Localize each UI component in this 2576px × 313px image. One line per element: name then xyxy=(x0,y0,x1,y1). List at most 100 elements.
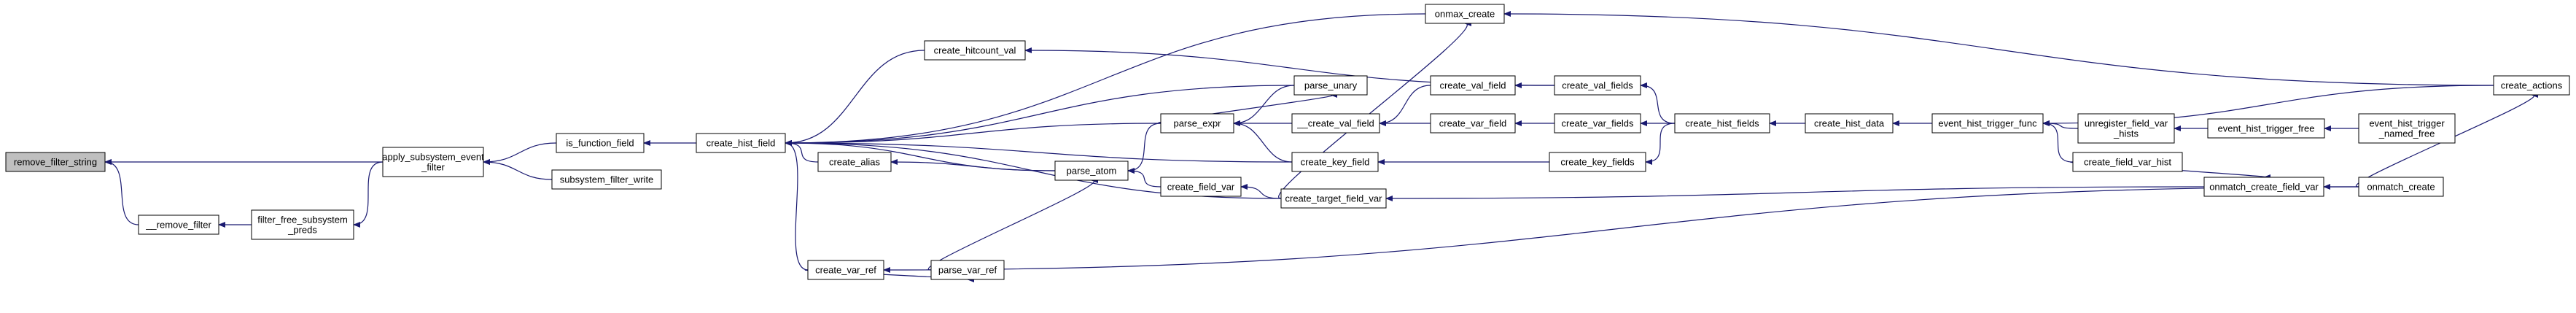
node-create-key-field[interactable]: create_key_field xyxy=(1291,152,1379,172)
node-box xyxy=(2077,113,2175,144)
node-create-actions[interactable]: create_actions xyxy=(2493,75,2570,96)
node-box xyxy=(1160,177,1242,197)
node-box xyxy=(1549,152,1646,172)
node-create-val-fields[interactable]: create_val_fields xyxy=(1554,75,1641,96)
node-label: event_hist_trigger_func xyxy=(1938,118,2037,129)
node-box xyxy=(2358,113,2456,144)
node-box xyxy=(1674,113,1770,134)
node-onmatch-create[interactable]: onmatch_create xyxy=(2358,177,2444,197)
edge-unregister-field-var-hists-to-event-hist-trigger-func xyxy=(2042,120,2079,129)
node-box xyxy=(1291,152,1379,172)
node-create-hist-data[interactable]: create_hist_data xyxy=(1805,113,1894,134)
node-label: apply_subsystem_event xyxy=(382,152,484,163)
node-label: create_key_field xyxy=(1301,157,1370,168)
edge-subsystem-filter-write-to-apply-subsystem-event-filter xyxy=(483,159,553,180)
edge-onmax-create-to-create-hist-field xyxy=(785,13,1426,146)
node-label: event_hist_trigger_free xyxy=(2218,123,2315,134)
node-box xyxy=(1430,75,1516,96)
node-create-field-var[interactable]: create_field_var xyxy=(1160,177,1242,197)
node-filter-free-subsystem-preds[interactable]: filter_free_subsystem_preds xyxy=(251,209,354,240)
node-remove-filter[interactable]: __remove_filter xyxy=(138,215,219,235)
node-event-hist-trigger-func[interactable]: event_hist_trigger_func xyxy=(1931,113,2044,134)
edge-create-field-var-hist-to-event-hist-trigger-func xyxy=(2042,120,2074,163)
node-box xyxy=(2493,75,2570,96)
node-label: _preds xyxy=(287,225,317,236)
node-label: create_hitcount_val xyxy=(934,45,1016,56)
edge-parse-unary-to-create-hist-field xyxy=(785,85,1295,146)
node-label: parse_expr xyxy=(1173,118,1221,129)
node-box xyxy=(251,209,354,240)
node-box xyxy=(1554,75,1641,96)
edge-parse-expr-to-parse-atom xyxy=(1127,123,1161,174)
node-label: _filter xyxy=(421,162,445,173)
node-box xyxy=(1280,188,1387,209)
node-create-key-fields[interactable]: create_key_fields xyxy=(1549,152,1646,172)
node-label: is_function_field xyxy=(566,138,634,149)
node-event-hist-trigger-named-free[interactable]: event_hist_trigger_named_free xyxy=(2358,113,2456,144)
node-parse-unary[interactable]: parse_unary xyxy=(1293,75,1368,96)
node-remove-filter-string[interactable]: remove_filter_string xyxy=(5,152,106,172)
edge-parse-atom-to-create-alias xyxy=(890,159,1056,171)
node-create-target-field-var[interactable]: create_target_field_var xyxy=(1280,188,1387,209)
node-box xyxy=(817,152,892,172)
node-label: create_var_fields xyxy=(1562,118,1634,129)
edge-create-hist-fields-to-create-key-fields xyxy=(1645,123,1676,165)
node-parse-var-ref[interactable]: parse_var_ref xyxy=(930,260,1005,280)
edge-create-var-ref-to-create-hist-field xyxy=(785,140,809,271)
node-label: filter_free_subsystem xyxy=(257,215,348,225)
node-create-val-field-u[interactable]: __create_val_field xyxy=(1291,113,1380,134)
node-label: create_hist_data xyxy=(1814,118,1885,129)
node-box xyxy=(1054,161,1129,181)
node-label: __remove_filter xyxy=(145,220,211,231)
edge-create-actions-to-onmax-create xyxy=(1503,11,2494,86)
node-label: parse_atom xyxy=(1067,166,1117,177)
edge-create-target-field-var-to-create-field-var xyxy=(1240,184,1282,199)
edge-onmatch-create-field-var-to-create-target-field-var xyxy=(1385,186,2205,201)
node-is-function-field[interactable]: is_function_field xyxy=(556,133,645,153)
node-box xyxy=(556,133,645,153)
edge-parse-expr-to-create-hist-field xyxy=(785,123,1161,146)
node-subsystem-filter-write[interactable]: subsystem_filter_write xyxy=(551,169,662,190)
edge-create-key-field-to-create-hist-field xyxy=(785,140,1293,163)
node-box xyxy=(382,147,484,177)
node-apply-subsystem-event-filter[interactable]: apply_subsystem_event_filter xyxy=(382,147,484,177)
node-create-var-ref[interactable]: create_var_ref xyxy=(807,260,884,280)
node-label: onmatch_create_field_var xyxy=(2209,182,2319,193)
node-box xyxy=(2207,118,2325,139)
node-box xyxy=(1293,75,1368,96)
node-label: create_field_var xyxy=(1167,182,1235,193)
node-event-hist-trigger-free[interactable]: event_hist_trigger_free xyxy=(2207,118,2325,139)
node-onmatch-create-field-var[interactable]: onmatch_create_field_var xyxy=(2203,177,2324,197)
edge-create-hist-fields-to-create-val-fields xyxy=(1640,82,1676,124)
edge-create-key-field-to-parse-expr xyxy=(1233,120,1293,163)
node-box xyxy=(138,215,219,235)
node-create-hist-field[interactable]: create_hist_field xyxy=(696,133,786,153)
edge-onmatch-create-to-create-var-ref xyxy=(883,186,2359,273)
node-box xyxy=(924,40,1026,61)
node-box xyxy=(5,152,106,172)
node-parse-expr[interactable]: parse_expr xyxy=(1160,113,1234,134)
node-create-val-field[interactable]: create_val_field xyxy=(1430,75,1516,96)
node-create-hist-fields[interactable]: create_hist_fields xyxy=(1674,113,1770,134)
node-create-var-fields[interactable]: create_var_fields xyxy=(1554,113,1641,134)
node-create-hitcount-val[interactable]: create_hitcount_val xyxy=(924,40,1026,61)
node-label: create_actions xyxy=(2501,80,2563,91)
node-create-var-field[interactable]: create_var_field xyxy=(1430,113,1516,134)
node-label: create_target_field_var xyxy=(1285,193,1383,204)
node-box xyxy=(1805,113,1894,134)
edge-remove-filter-to-remove-filter-string xyxy=(104,159,139,225)
node-box xyxy=(2072,152,2183,172)
edge-create-val-field-to-create-val-field-u xyxy=(1379,85,1431,126)
node-box xyxy=(551,169,662,190)
node-onmax-create[interactable]: onmax_create xyxy=(1425,4,1505,24)
node-label: parse_var_ref xyxy=(938,265,997,276)
node-label: __create_val_field xyxy=(1296,118,1374,129)
node-create-field-var-hist[interactable]: create_field_var_hist xyxy=(2072,152,2183,172)
node-unregister-field-var-hists[interactable]: unregister_field_var_hists xyxy=(2077,113,2175,144)
node-create-alias[interactable]: create_alias xyxy=(817,152,892,172)
node-parse-atom[interactable]: parse_atom xyxy=(1054,161,1129,181)
nodes-layer: remove_filter_string __remove_filter apply… xyxy=(5,4,2570,280)
node-label: create_hist_fields xyxy=(1685,118,1759,129)
node-label: create_hist_field xyxy=(707,138,776,149)
